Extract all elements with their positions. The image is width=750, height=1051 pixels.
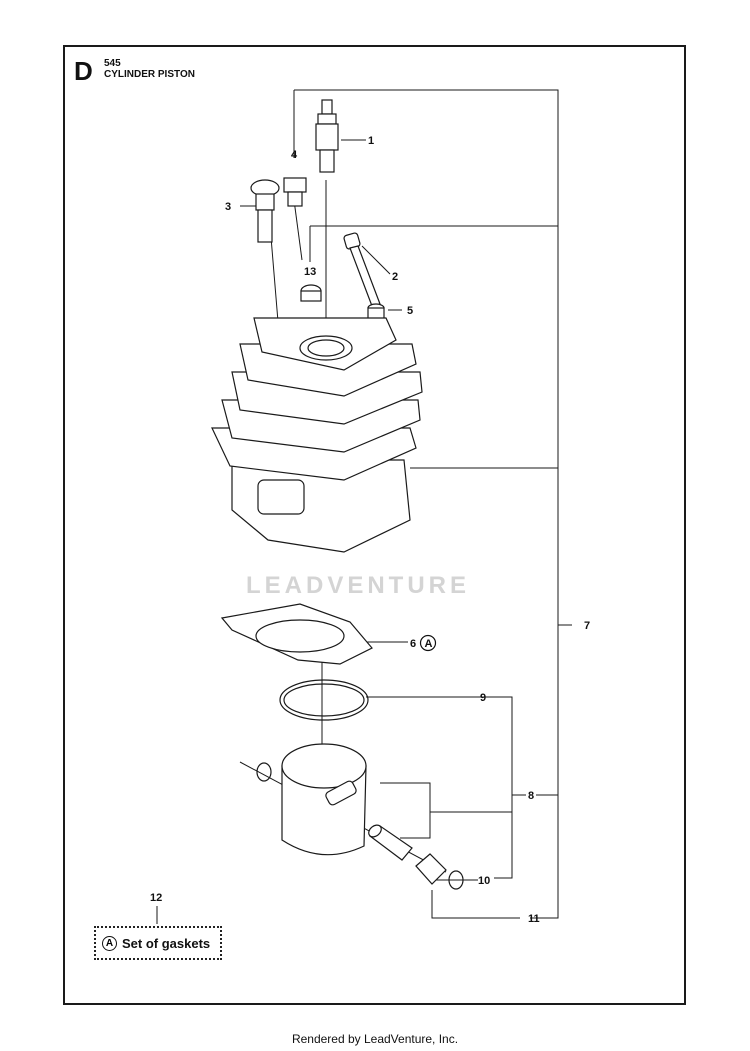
watermark: LEADVENTURE [246, 572, 471, 599]
bracket-8 [366, 696, 513, 879]
needle-bearing [415, 853, 447, 885]
callout-6: 6 [410, 638, 416, 650]
plug [283, 177, 307, 207]
legend-box: A Set of gaskets [94, 926, 222, 960]
piston-pin [368, 824, 413, 861]
piston-ring [279, 679, 369, 721]
diagram-frame [63, 45, 686, 1005]
section-title: CYLINDER PISTON [104, 69, 195, 80]
gasket-marker: A [425, 638, 433, 650]
callout-10: 10 [478, 875, 490, 887]
legend-callout-12: 12 [150, 892, 163, 904]
footer-credit: Rendered by LeadVenture, Inc. [291, 1032, 459, 1046]
model-number: 545 [104, 58, 121, 69]
callout-8: 8 [528, 790, 534, 802]
callout-5: 5 [407, 305, 413, 317]
cylinder-gasket [220, 603, 373, 665]
callout-1: 1 [368, 135, 374, 147]
decompression-valve [250, 179, 280, 243]
circlips [256, 762, 464, 890]
legend-marker: A [102, 935, 117, 951]
cylinder-body [211, 317, 423, 553]
callout-3: 3 [225, 201, 231, 213]
callout-4: 4 [291, 149, 298, 161]
legend-text: Set of gaskets [122, 935, 211, 951]
callout-9: 9 [480, 692, 486, 704]
bracket-7 [294, 89, 559, 919]
callout-2: 2 [392, 271, 398, 283]
section-letter: D [74, 56, 93, 86]
cylinder-bolt [343, 232, 381, 307]
gasket-marker-circle [419, 634, 437, 652]
callout-13: 13 [304, 266, 316, 278]
callout-7: 7 [584, 620, 590, 632]
piston [281, 743, 367, 856]
washer [300, 284, 322, 302]
spark-plug [315, 99, 339, 173]
callout-11: 11 [528, 913, 540, 925]
